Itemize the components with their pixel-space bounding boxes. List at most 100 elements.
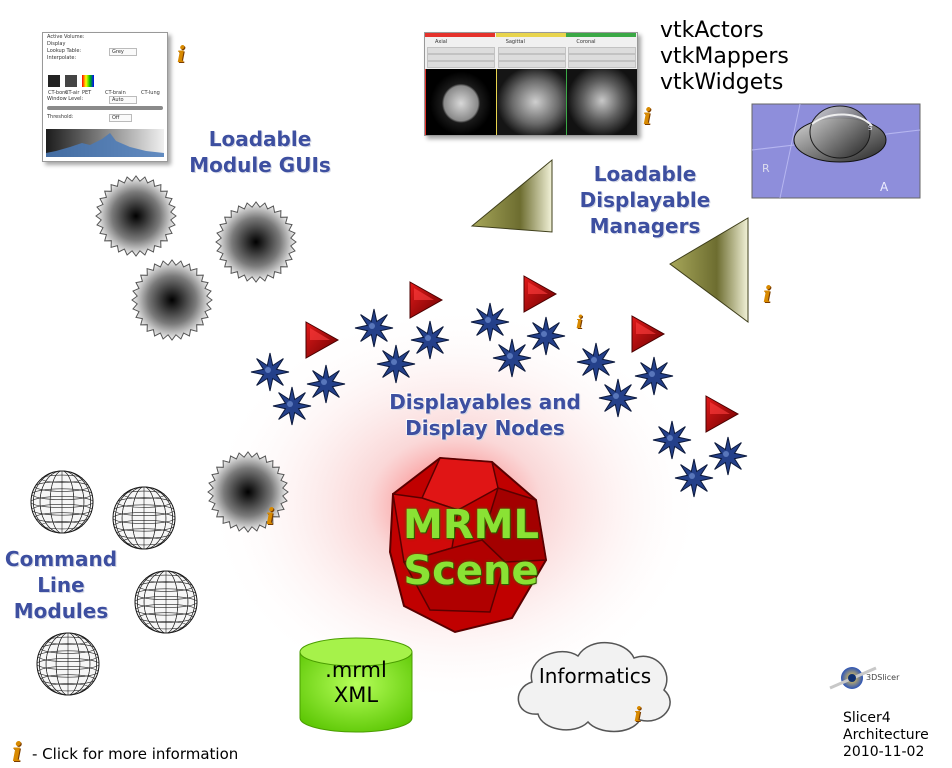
module-panel-preset[interactable]: CT-air bbox=[65, 90, 80, 96]
cli-module-sphere-icon[interactable] bbox=[36, 632, 100, 696]
manager-triangle-1[interactable] bbox=[470, 158, 553, 233]
slice-view-image[interactable] bbox=[566, 69, 638, 135]
gear-icon[interactable] bbox=[215, 201, 297, 283]
info-icon-legend: i bbox=[12, 738, 22, 768]
slice-view-control-row[interactable] bbox=[497, 54, 566, 61]
module-panel-preset[interactable]: CT-lung bbox=[141, 90, 160, 96]
render3d-axis-a: A bbox=[880, 180, 889, 194]
module-panel-preset[interactable]: PET bbox=[82, 90, 92, 96]
slice-view-control-row[interactable] bbox=[568, 61, 637, 68]
module-panel-row-value[interactable]: Off bbox=[109, 114, 133, 122]
slice-view-coronal[interactable]: Coronal bbox=[566, 33, 638, 135]
star-highlight bbox=[613, 393, 619, 399]
star-highlight bbox=[591, 357, 597, 363]
info-icon-module-gui[interactable]: i bbox=[177, 42, 186, 68]
arrow-highlight bbox=[310, 328, 330, 340]
render3d-axis-s: S bbox=[868, 124, 873, 132]
module-panel-row-value[interactable]: Auto bbox=[109, 96, 137, 104]
module-panel-preset[interactable]: CT-bone bbox=[48, 90, 69, 96]
info-icon-viewer[interactable]: i bbox=[643, 104, 652, 130]
module-panel-preset[interactable]: CT-brain bbox=[105, 90, 126, 96]
star-highlight bbox=[321, 379, 327, 385]
informatics-label: Informatics bbox=[538, 664, 652, 688]
star-highlight bbox=[723, 451, 729, 457]
slice-view-name: Sagittal bbox=[505, 39, 525, 45]
star-highlight bbox=[391, 359, 397, 365]
star-highlight bbox=[485, 317, 491, 323]
legend-text: - Click for more information bbox=[32, 745, 239, 763]
slicer-logo-text: 3DSlicer bbox=[866, 673, 900, 682]
info-icon-manager[interactable]: i bbox=[763, 282, 772, 308]
star-highlight bbox=[265, 367, 271, 373]
gear-icon[interactable] bbox=[95, 175, 177, 257]
slice-view-control-row[interactable] bbox=[568, 47, 637, 54]
star-highlight bbox=[541, 331, 547, 337]
gear-icon[interactable] bbox=[207, 451, 289, 533]
slice-view-color-bar bbox=[425, 33, 495, 37]
gear-icon[interactable] bbox=[131, 259, 213, 341]
star-highlight bbox=[369, 323, 375, 329]
slice-view-name: Axial bbox=[435, 39, 448, 45]
slicer-logo bbox=[829, 666, 877, 690]
slice-view-control-row[interactable] bbox=[427, 47, 495, 54]
star-highlight bbox=[667, 435, 673, 441]
cli-module-sphere-icon[interactable] bbox=[112, 486, 176, 550]
star-highlight bbox=[287, 401, 293, 407]
star-highlight bbox=[689, 473, 695, 479]
module-panel-histogram bbox=[46, 129, 164, 157]
module-panel-row-label: Window Level: bbox=[47, 96, 84, 102]
module-panel-row-label: Active Volume: bbox=[47, 34, 85, 40]
gears-group bbox=[95, 175, 297, 533]
slice-viewer-columns: Axial Sagittal Coronal bbox=[425, 33, 638, 135]
cli-module-sphere-icon[interactable] bbox=[30, 470, 94, 534]
slice-view-control-row[interactable] bbox=[497, 47, 566, 54]
stars-group bbox=[250, 302, 748, 498]
slice-view-control-row[interactable] bbox=[568, 54, 637, 61]
slice-view-name: Coronal bbox=[576, 39, 596, 45]
slice-viewer-panel[interactable]: Axial Sagittal Coronal bbox=[424, 32, 638, 136]
cli-spheres-group bbox=[30, 470, 198, 696]
module-panel-row-label: Lookup Table: bbox=[47, 48, 82, 54]
slice-view-sagittal[interactable]: Sagittal bbox=[495, 33, 567, 135]
info-icon-informatics[interactable]: i bbox=[634, 702, 642, 726]
arrows-group bbox=[305, 275, 740, 433]
slice-view-control-row[interactable] bbox=[427, 54, 495, 61]
slice-view-control-row[interactable] bbox=[497, 61, 566, 68]
slice-view-control-row[interactable] bbox=[427, 61, 495, 68]
slice-view-axial[interactable]: Axial bbox=[425, 33, 496, 135]
module-panel-row-label: Interpolate: bbox=[47, 55, 77, 61]
star-highlight bbox=[649, 371, 655, 377]
slice-view-image[interactable] bbox=[425, 69, 496, 135]
mrml-scene-polyhedron[interactable] bbox=[388, 456, 548, 634]
info-icon-displayables[interactable]: i bbox=[576, 312, 583, 333]
render3d-axis-r: R bbox=[762, 162, 770, 175]
slice-view-image[interactable] bbox=[495, 69, 567, 135]
manager-triangle-2[interactable] bbox=[669, 217, 749, 323]
module-panel-row-label: Threshold: bbox=[47, 114, 74, 120]
cli-module-sphere-icon[interactable] bbox=[134, 570, 198, 634]
render3d-thumbnail[interactable] bbox=[751, 103, 921, 199]
arrow-highlight bbox=[636, 322, 656, 334]
slice-view-color-bar bbox=[566, 33, 637, 37]
arrow-highlight bbox=[528, 282, 548, 294]
mrml-xml-storage[interactable] bbox=[299, 637, 413, 733]
info-icon-gear[interactable]: i bbox=[266, 504, 275, 530]
arrow-highlight bbox=[710, 402, 730, 414]
slice-view-color-bar bbox=[495, 33, 566, 37]
arrow-highlight bbox=[414, 288, 434, 300]
star-highlight bbox=[425, 335, 431, 341]
module-panel-row-label: Display bbox=[47, 41, 66, 47]
module-panel-row-value[interactable]: Grey bbox=[109, 48, 137, 56]
informatics-cloud[interactable] bbox=[517, 641, 671, 733]
module-panel-window-slider[interactable] bbox=[47, 106, 163, 110]
